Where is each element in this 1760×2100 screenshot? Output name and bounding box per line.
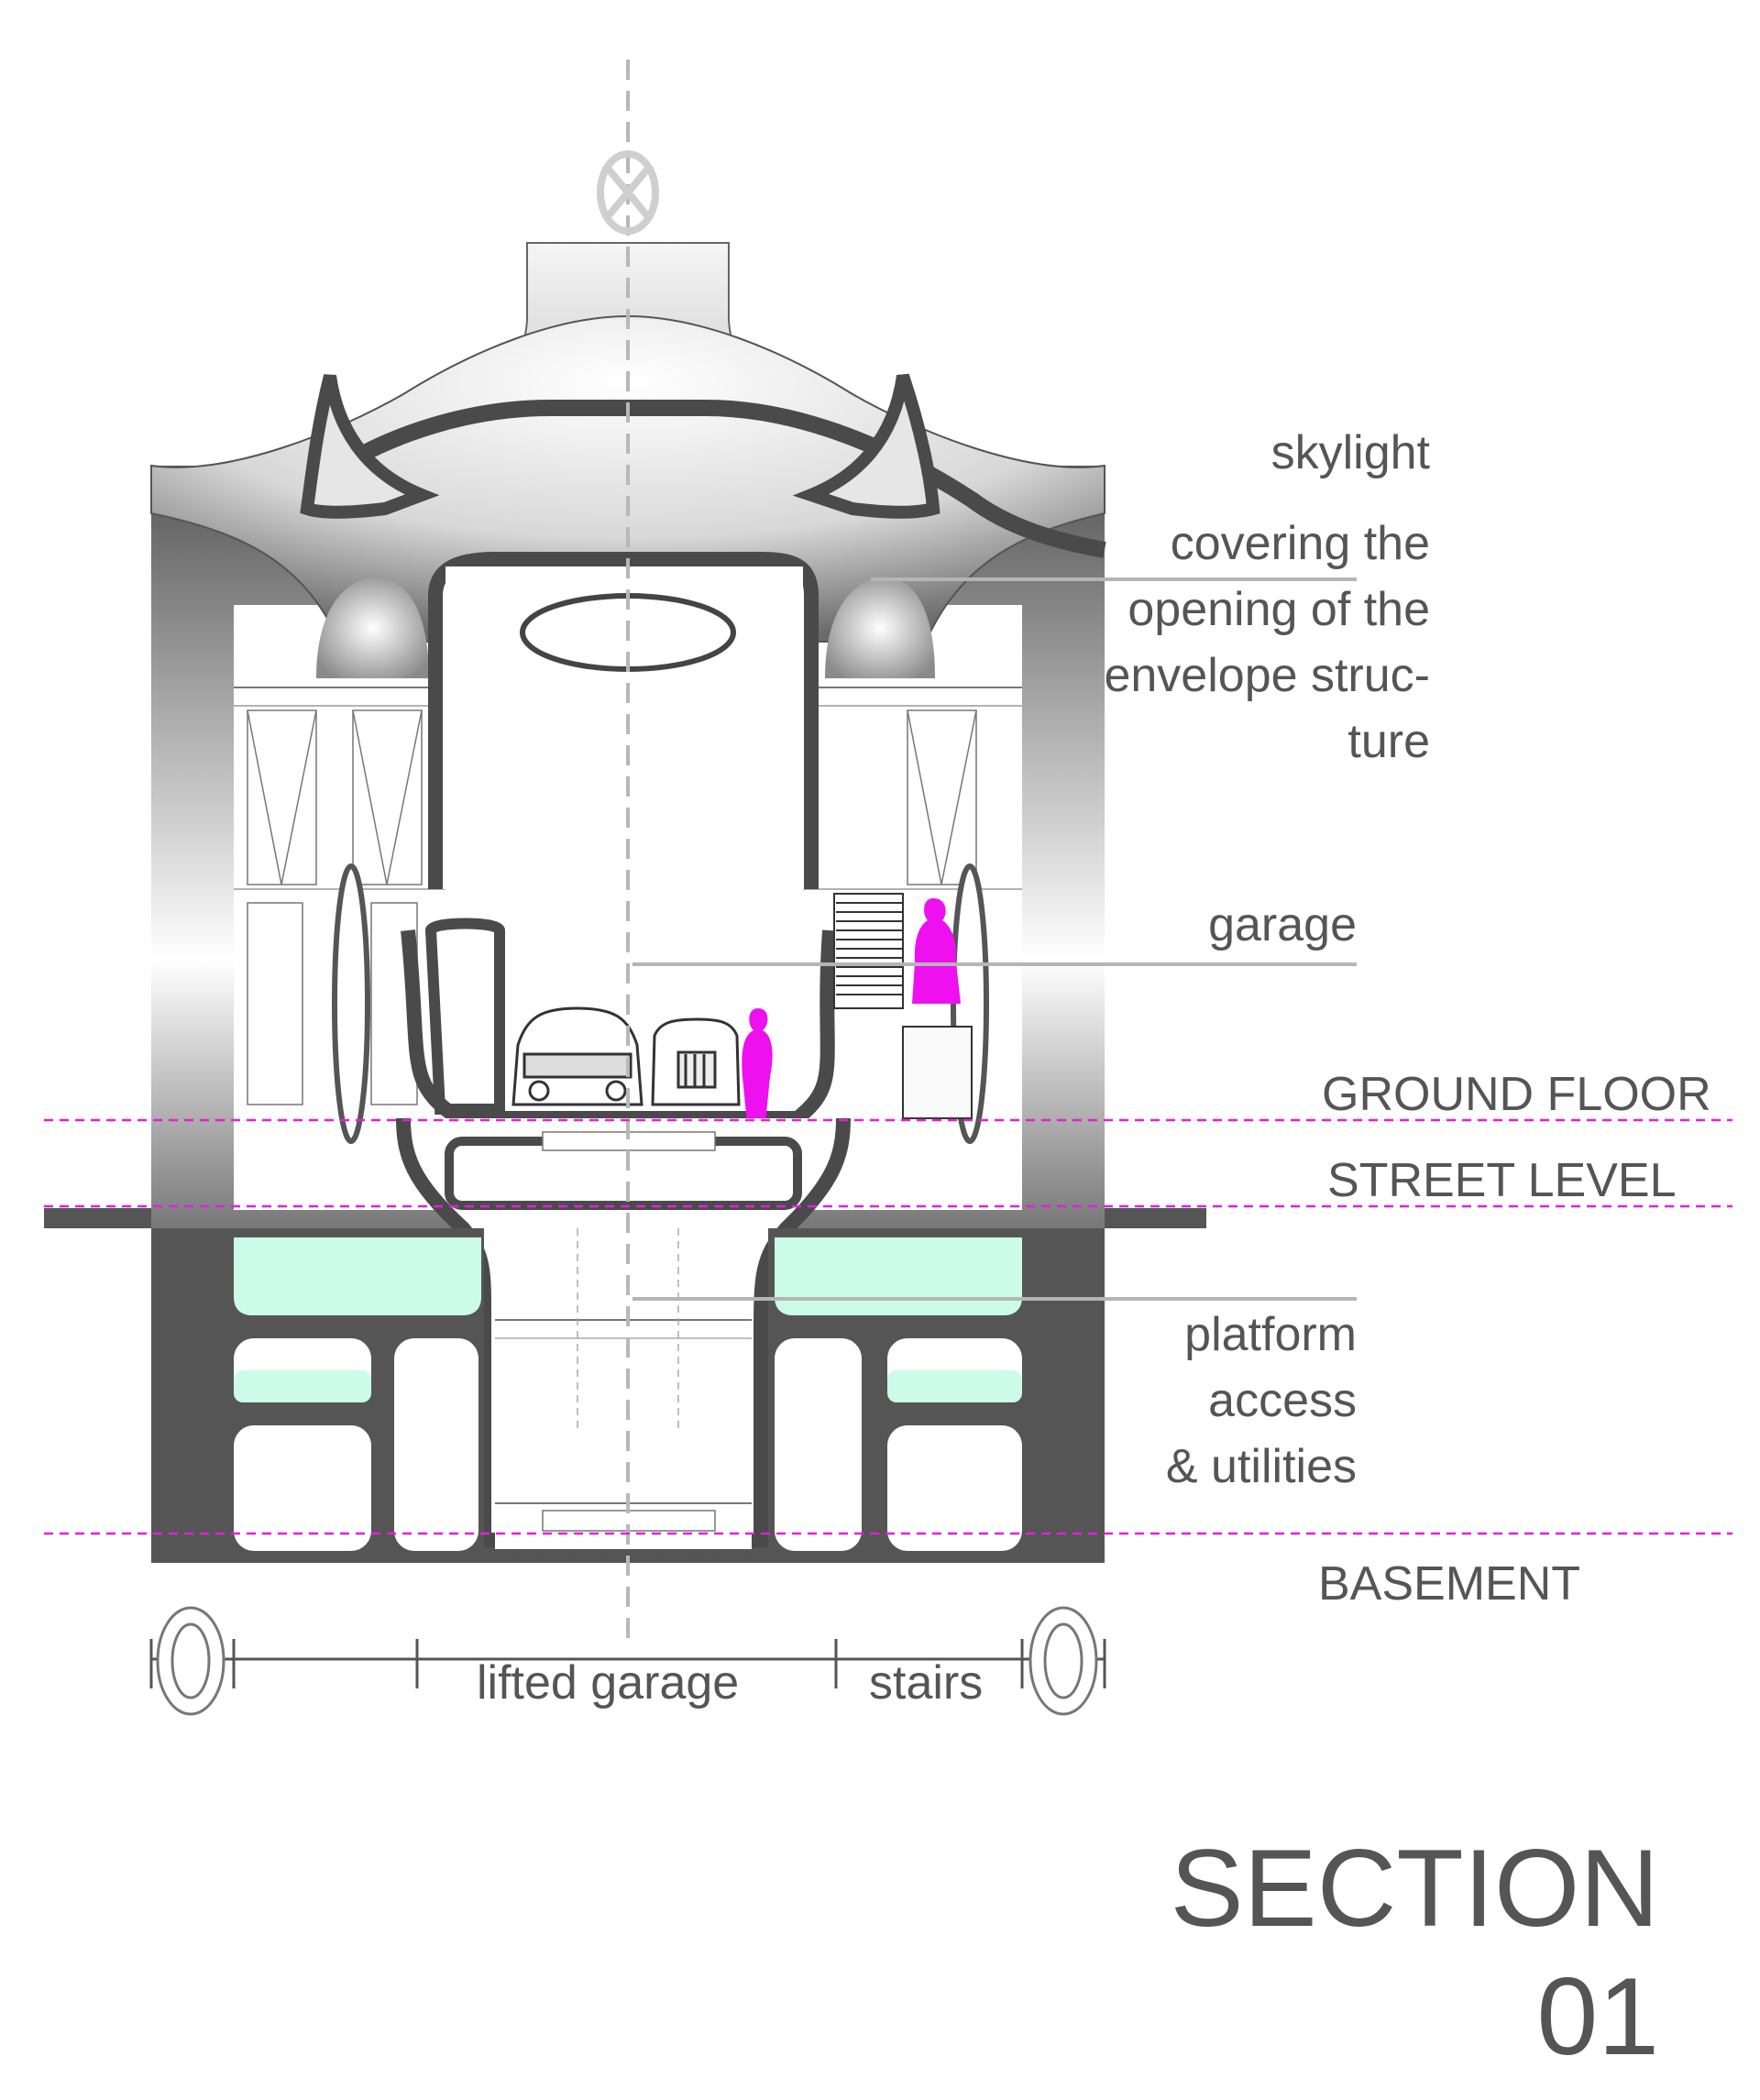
label-garage: garage xyxy=(1208,898,1357,951)
platform-line-3: & utilities xyxy=(1165,1440,1357,1493)
label-street-level: STREET LEVEL xyxy=(1327,1154,1677,1207)
label-skylight: skylight xyxy=(1270,426,1430,479)
covering-line-4: ture xyxy=(1348,715,1430,768)
column-marker-left xyxy=(156,1606,226,1716)
vent-icon xyxy=(597,150,659,235)
car-sedan xyxy=(512,1006,644,1106)
covering-line-1: covering the xyxy=(1170,517,1430,570)
label-stairs: stairs xyxy=(869,1656,984,1710)
room-l2 xyxy=(394,1338,478,1551)
level-lines xyxy=(44,1118,1732,1535)
room-l3 xyxy=(234,1425,371,1551)
left-glazing xyxy=(247,709,423,1105)
right-glazing xyxy=(907,709,977,885)
section-title: SECTION 01 xyxy=(1170,1827,1659,2078)
stairs xyxy=(833,893,973,1119)
covering-line-3: envelope struc- xyxy=(1104,649,1430,702)
room-r3 xyxy=(887,1425,1022,1551)
person-ground xyxy=(742,1008,773,1123)
envelope-arc xyxy=(306,400,1106,558)
pole-left xyxy=(332,863,370,1144)
right-horn xyxy=(792,373,940,519)
column-marker-right xyxy=(1028,1606,1098,1716)
platform-line-1: platform xyxy=(1184,1308,1357,1361)
right-vault xyxy=(825,577,935,678)
room-r2 xyxy=(775,1338,862,1551)
platform-line-2: access xyxy=(1208,1374,1357,1427)
water-right xyxy=(775,1237,1022,1315)
label-covering: covering the opening of the envelope str… xyxy=(1008,511,1430,775)
left-horn xyxy=(300,374,440,519)
label-platform: platform access & utilities xyxy=(1008,1302,1357,1500)
label-basement: BASEMENT xyxy=(1318,1557,1581,1611)
leader-lines xyxy=(632,577,1357,1301)
water-left xyxy=(234,1237,481,1315)
label-lifted-garage: lifted garage xyxy=(477,1656,740,1710)
left-vault xyxy=(316,577,429,678)
label-ground-floor: GROUND FLOOR xyxy=(1322,1068,1711,1121)
person-upper xyxy=(912,898,961,1004)
car-jeep xyxy=(651,1017,741,1106)
dimension-line xyxy=(149,1639,1106,1688)
covering-line-2: opening of the xyxy=(1128,583,1430,636)
